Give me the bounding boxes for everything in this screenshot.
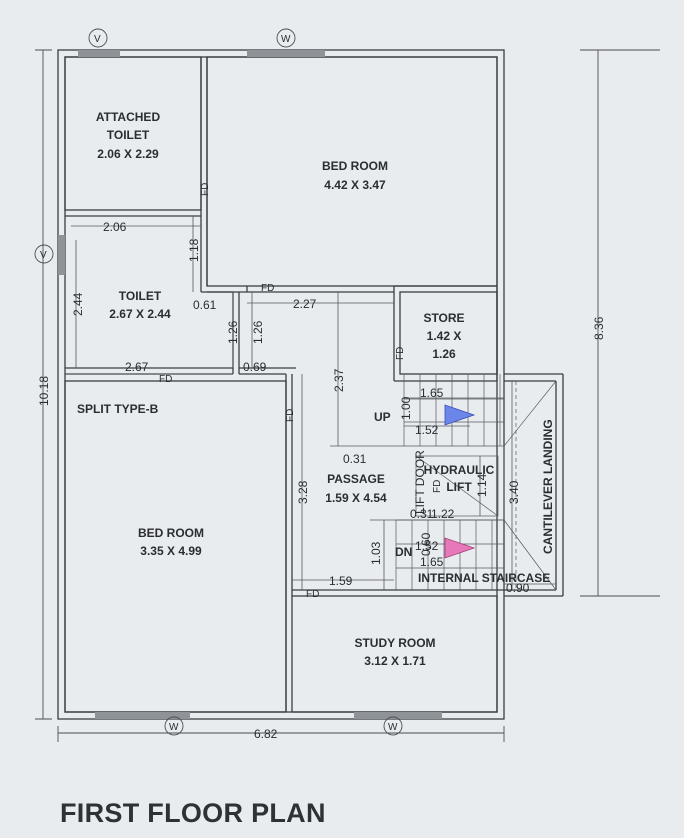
attached-toilet-name: ATTACHED (96, 110, 161, 124)
window-tag-w-top: W (281, 34, 291, 45)
passage-size: 1.59 X 4.54 (325, 491, 387, 505)
dim-1-18: 1.18 (187, 238, 201, 262)
door-tag: FD (432, 480, 443, 493)
bedroom-top-size: 4.42 X 3.47 (324, 178, 386, 192)
stairs-up-label: UP (374, 410, 391, 424)
dim-3-28: 3.28 (296, 480, 310, 504)
hydraulic-lift-name: HYDRAULIC (424, 463, 495, 477)
attached-toilet-size: 2.06 X 2.29 (97, 147, 159, 161)
toilet-name: TOILET (119, 289, 162, 303)
study-room-size: 3.12 X 1.71 (364, 654, 426, 668)
dim-0-90: 0.90 (506, 581, 530, 595)
down-arrow-icon (444, 537, 476, 559)
dim-2-27: 2.27 (293, 297, 317, 311)
dim-1-65-top: 1.65 (420, 386, 444, 400)
door-tag: FD (200, 183, 211, 196)
dim-0-60: 0.60 (419, 532, 433, 556)
door-tag: FD (159, 374, 172, 385)
dim-0-31-a: 0.31 (343, 452, 367, 466)
windows (58, 50, 442, 719)
stairs-down-label: DN (395, 545, 412, 559)
dim-6-82: 6.82 (254, 727, 278, 741)
bedroom-top-name: BED ROOM (322, 159, 388, 173)
dim-1-65-bottom: 1.65 (420, 555, 444, 569)
dim-1-52-top: 1.52 (415, 423, 439, 437)
dim-0-31-b: 0.31 (410, 507, 434, 521)
dim-0-61: 0.61 (193, 298, 217, 312)
bedroom-left-name: BED ROOM (138, 526, 204, 540)
dim-1-26-a: 1.26 (226, 320, 240, 344)
internal-staircase (395, 374, 557, 591)
internal-staircase-label: INTERNAL STAIRCASE (418, 571, 550, 585)
dim-1-26-b: 1.26 (251, 320, 265, 344)
store-name: STORE (423, 311, 464, 325)
split-type-label: SPLIT TYPE-B (77, 402, 159, 416)
dim-1-59: 1.59 (329, 574, 353, 588)
window-tag-v-left: V (40, 250, 47, 261)
window-tag-v-top: V (94, 34, 101, 45)
door-tag: FD (306, 589, 319, 600)
dim-10-18: 10.18 (37, 376, 51, 406)
dim-1-03: 1.03 (369, 541, 383, 565)
toilet-size: 2.67 X 2.44 (109, 307, 171, 321)
dim-2-37: 2.37 (332, 368, 346, 392)
dim-1-00: 1.00 (399, 396, 413, 420)
window-tag-w-bottom-right: W (388, 722, 398, 733)
dim-2-44: 2.44 (71, 292, 85, 316)
dim-2-67: 2.67 (125, 360, 149, 374)
dim-1-22: 1.22 (431, 507, 455, 521)
study-room-name: STUDY ROOM (354, 636, 435, 650)
door-tag: FD (261, 283, 274, 294)
window-tags (34, 28, 403, 736)
attached-toilet-name-line2: TOILET (107, 128, 150, 142)
plan-title: FIRST FLOOR PLAN (60, 798, 326, 828)
bedroom-left-size: 3.35 X 4.99 (140, 544, 202, 558)
door-tag: FD (395, 347, 406, 360)
hydraulic-lift-name-line2: LIFT (446, 480, 472, 494)
dim-3-40: 3.40 (507, 480, 521, 504)
door-tag: FD (285, 409, 296, 422)
window-tag-w-bottom-left: W (169, 722, 179, 733)
store-size-line2: 1.26 (432, 347, 456, 361)
dim-1-52-bottom: 1.52 (415, 539, 439, 553)
dim-0-69: 0.69 (243, 360, 267, 374)
dim-8-36: 8.36 (592, 316, 606, 340)
cantilever-landing-label: CANTILEVER LANDING (541, 419, 555, 554)
dimension-lines (35, 49, 660, 742)
passage-name: PASSAGE (327, 472, 385, 486)
lift-door-label: LIFT DOOR (413, 450, 427, 514)
up-arrow-icon (444, 404, 476, 426)
dim-2-06: 2.06 (103, 220, 127, 234)
store-size: 1.42 X (427, 329, 462, 343)
dim-1-14: 1.14 (475, 473, 489, 497)
